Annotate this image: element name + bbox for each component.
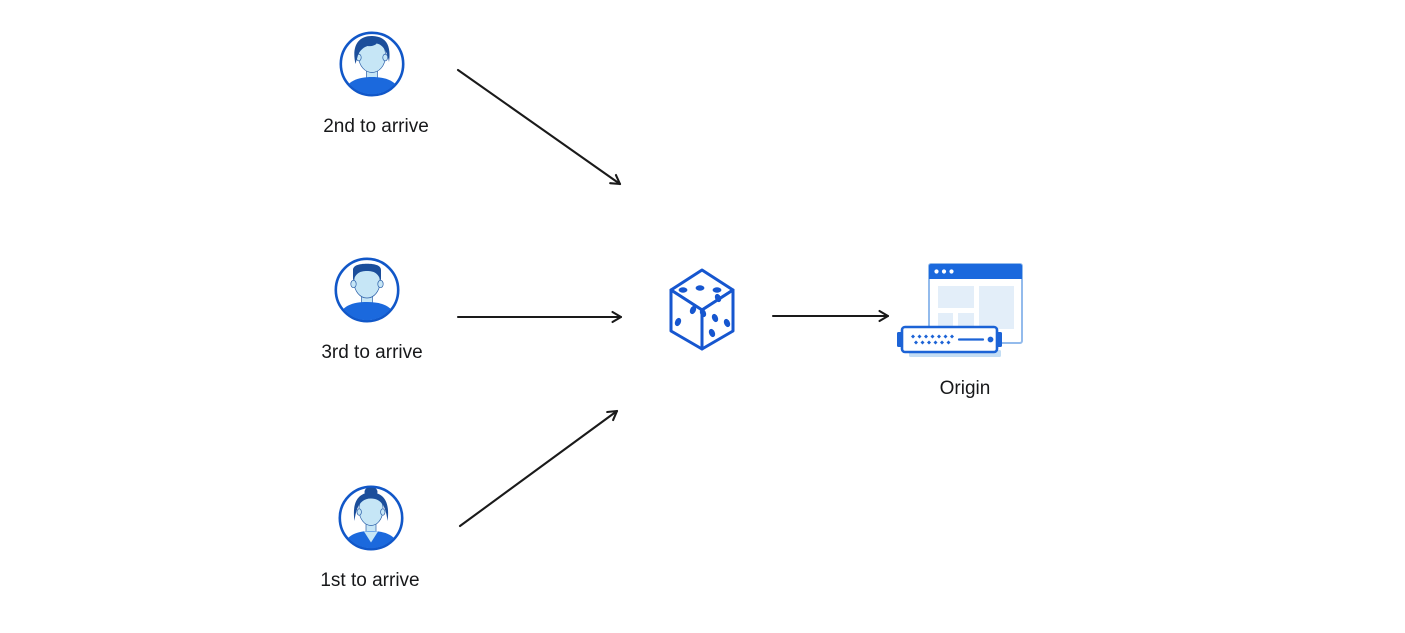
- server-led-dot: [987, 336, 994, 343]
- dice-icon: [669, 268, 735, 351]
- server-icon: [897, 325, 1002, 357]
- avatar-man-swept-hair-icon: [339, 31, 405, 97]
- avatar-woman-bun-icon: [338, 485, 404, 551]
- arrow-second-to-dice: [456, 68, 622, 186]
- node-user-second: [339, 31, 405, 102]
- node-label-origin: Origin: [939, 378, 991, 399]
- node-origin: [893, 262, 1027, 367]
- node-label-third: 3rd to arrive: [321, 342, 423, 363]
- node-dice: [667, 267, 737, 357]
- avatar-man-flat-top-icon: [334, 257, 400, 323]
- arrow-first-to-dice: [458, 409, 619, 528]
- browser-window-icon: [928, 263, 1023, 344]
- server-vent-diamonds: [911, 334, 954, 345]
- node-user-first: [338, 485, 404, 556]
- node-user-third: [334, 257, 400, 328]
- node-label-first: 1st to arrive: [320, 570, 420, 591]
- origin-server-browser-icon: [897, 263, 1023, 357]
- dice-dots: [674, 285, 731, 338]
- node-label-second: 2nd to arrive: [323, 116, 429, 137]
